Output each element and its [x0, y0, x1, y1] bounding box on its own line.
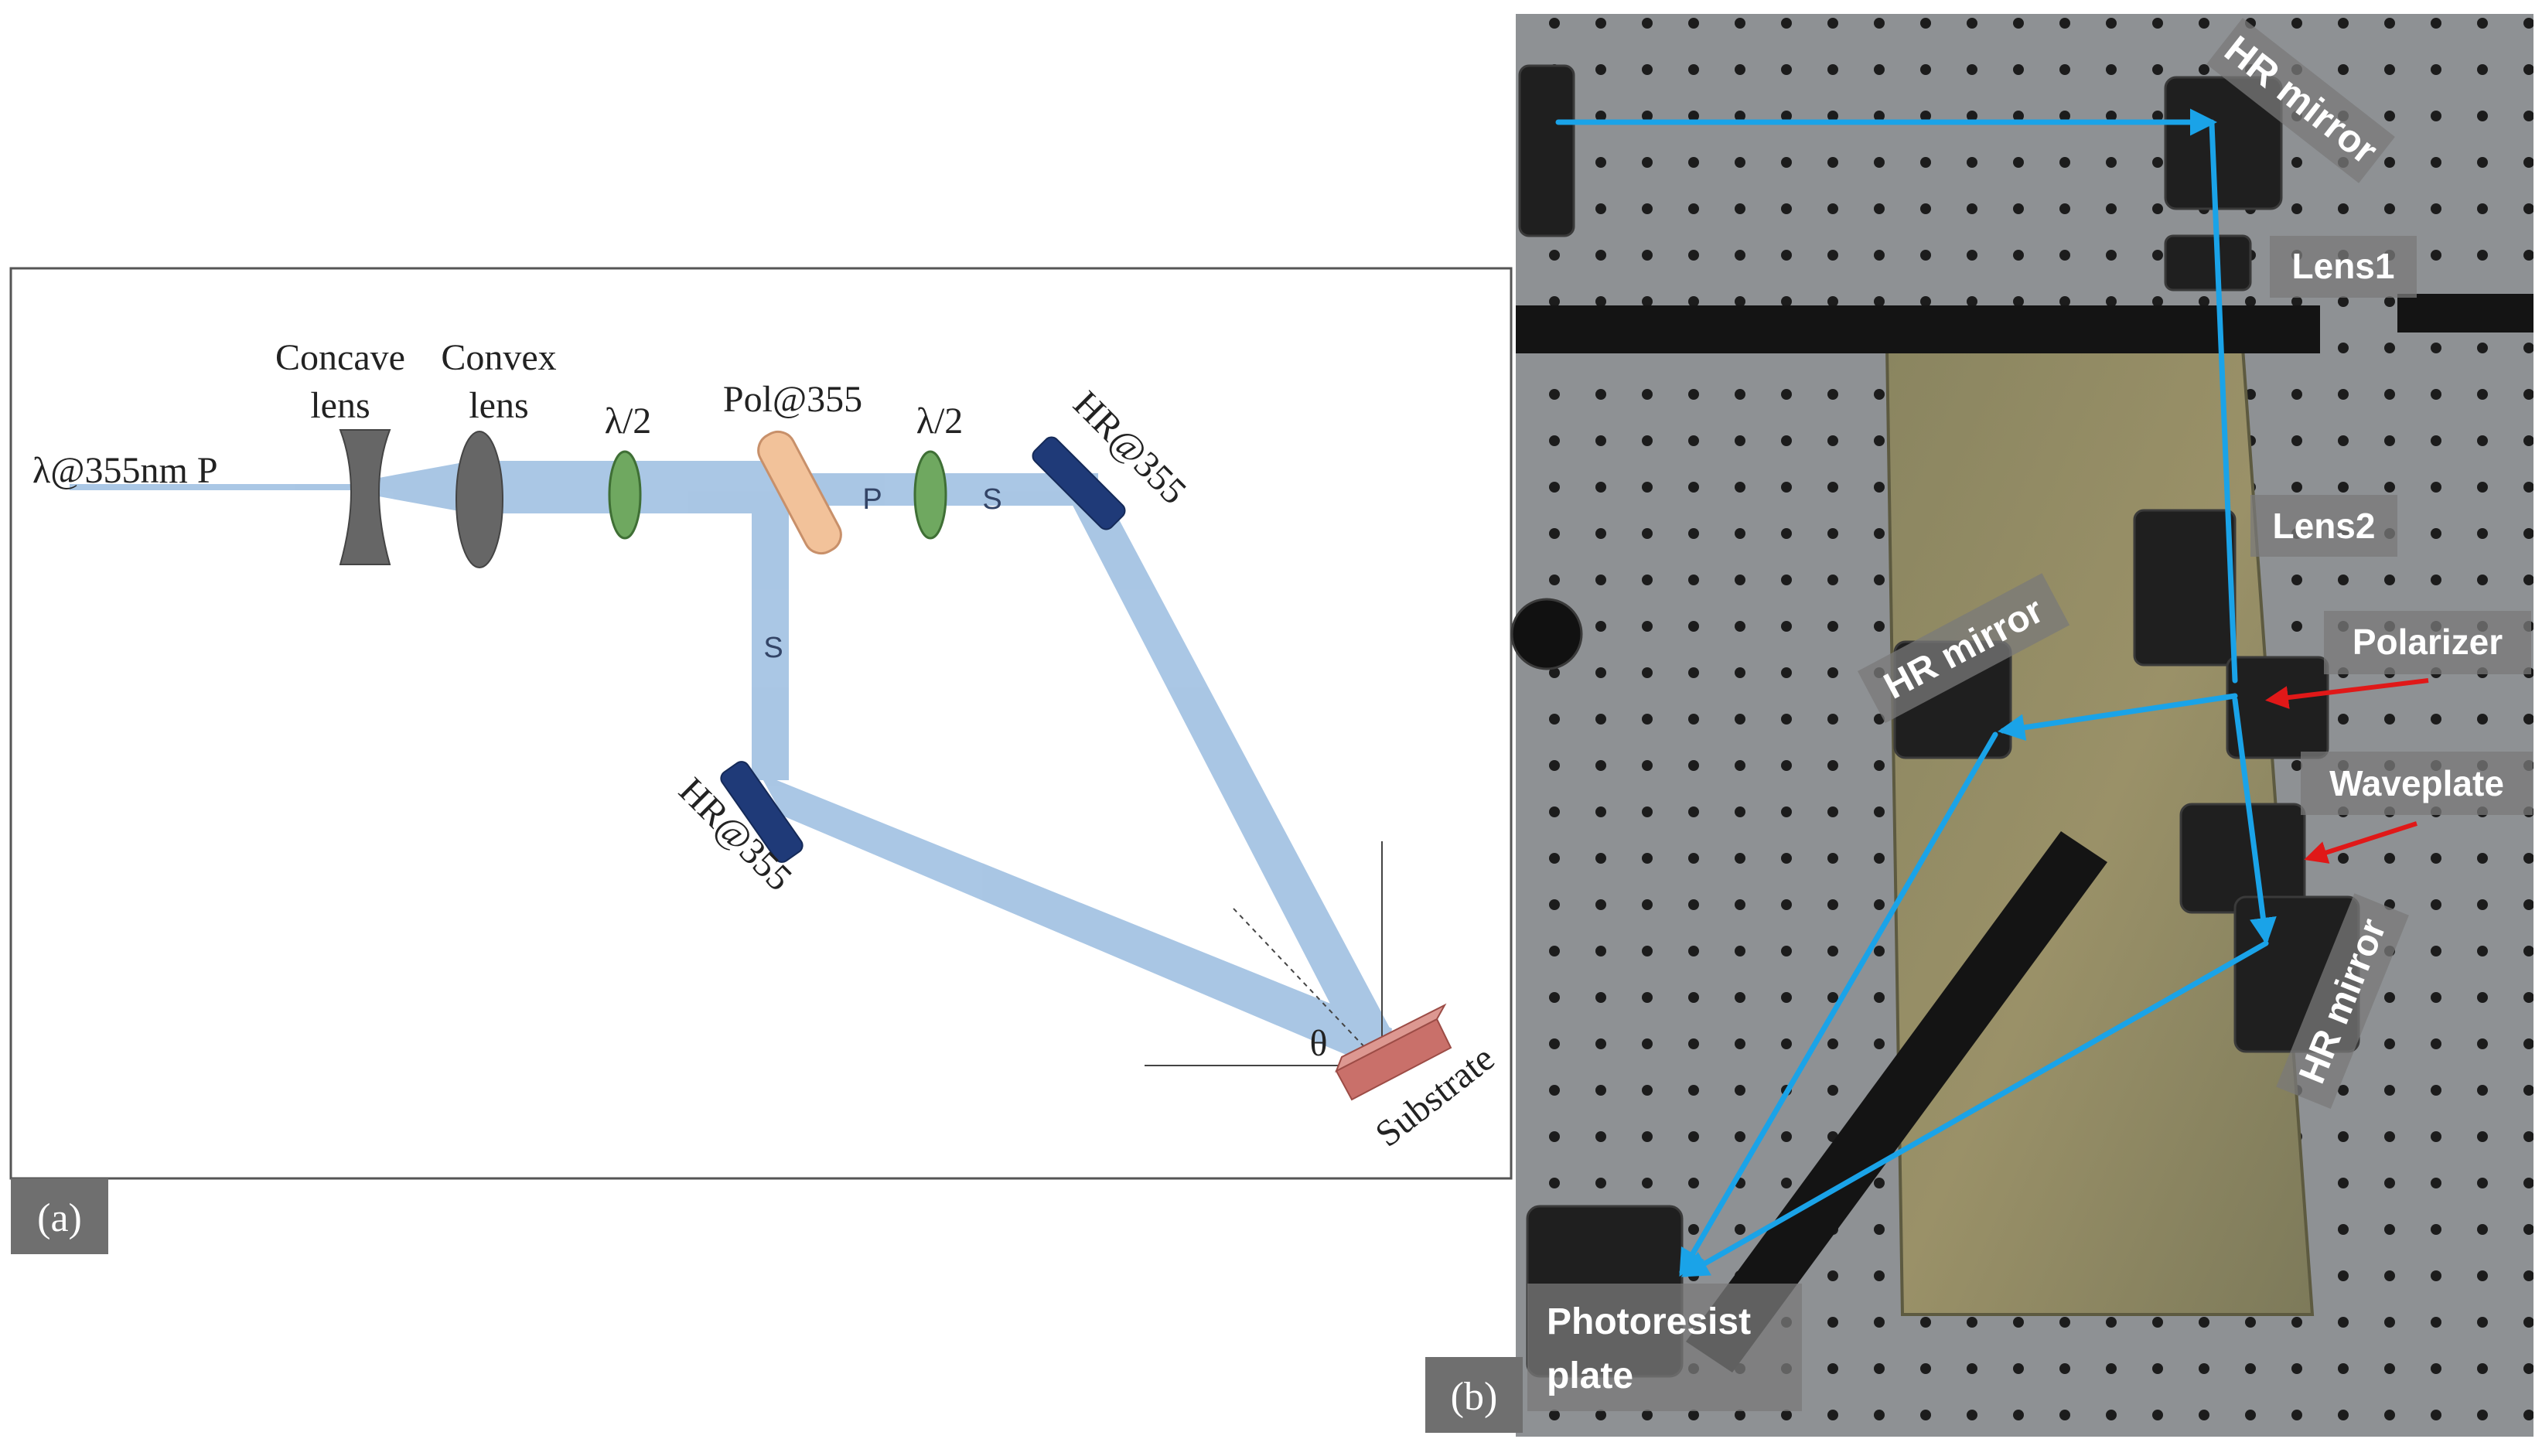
panel-b-photo: HR mirror Lens1 Lens2 Polarizer HR mirro… [1425, 14, 2533, 1437]
panel-b-tag: (b) [1451, 1375, 1498, 1419]
beam-s-right-label: S [982, 483, 1001, 516]
rail-horizontal-right [2397, 294, 2533, 332]
beam-s-down-label: S [763, 632, 783, 664]
beam-right-down [1067, 495, 1392, 1052]
photoresist-label-1: Photoresist [1547, 1301, 1751, 1342]
hr-mirror-top-label-bg [2206, 18, 2395, 183]
beam-left-to-plate [1679, 731, 1998, 1277]
concave-lens-label-1: Concave [275, 337, 405, 378]
beam-right-to-plate [1680, 940, 2269, 1277]
concave-lens [339, 429, 391, 565]
substrate-block [1335, 1003, 1452, 1101]
concave-lens-label-2: lens [310, 385, 370, 426]
mirror-hr-right [1032, 436, 1126, 530]
lens1-label-bg [2270, 236, 2417, 298]
angle-label: θ [1310, 1023, 1328, 1064]
halfwave-1-label: λ/2 [605, 401, 652, 442]
waveplate-label: Waveplate [2329, 763, 2504, 803]
hr-mirror-left-label-bg [1858, 573, 2070, 724]
photo-beam-path [1555, 108, 2277, 1277]
mounting-rails [1516, 294, 2533, 1372]
panel-b-tag-bg [1425, 1357, 1523, 1433]
beam-expanding [362, 461, 472, 513]
halfwave-2-label: λ/2 [916, 401, 964, 442]
beam-left-to-substrate [759, 773, 1392, 1071]
halfwave-plate-2 [913, 450, 947, 540]
convex-lens [456, 431, 503, 568]
hr-mirror-right-label-bg [2276, 893, 2409, 1110]
panel-a-schematic: λ@355nm P Concave lens Convex lens λ/2 P… [9, 267, 1513, 1254]
beam-input [70, 484, 362, 490]
source-mount [1518, 64, 1575, 237]
beam-to-left-mirror [1998, 693, 2238, 742]
bisector-line [1233, 908, 1383, 1066]
beam-p-label: P [862, 483, 882, 516]
polarizer-optic [757, 430, 842, 555]
halfwave-plate-1 [608, 450, 642, 540]
photoresist-label-2: plate [1547, 1355, 1633, 1396]
source-label: λ@355nm P [32, 450, 218, 491]
post-base [1510, 598, 1583, 670]
lens2-label-bg [2250, 495, 2397, 557]
panel-a-tag-bg [11, 1178, 108, 1254]
beam-paths [70, 461, 1392, 1071]
waveplate-label-bg [2301, 752, 2533, 815]
lens1-label: Lens1 [2292, 246, 2395, 286]
waveplate-pointer [2304, 821, 2417, 864]
polarizer-label: Pol@355 [723, 379, 862, 420]
rail-horizontal [1516, 305, 2320, 353]
polarizer-label-bg [2324, 611, 2531, 674]
lens1-mount [2164, 234, 2252, 292]
pointer-arrows [2265, 678, 2429, 864]
polarizer-pointer [2265, 678, 2429, 709]
mirror-hr-left [720, 761, 804, 863]
beam-down-waveplate [2232, 697, 2277, 945]
panel-a-tag: (a) [37, 1196, 82, 1240]
beam-s-down [752, 513, 789, 780]
lens2-mount [2133, 509, 2237, 667]
convex-lens-label-1: Convex [441, 337, 556, 378]
beam-down [2209, 121, 2238, 684]
polarizer-label: Polarizer [2353, 622, 2503, 662]
rail-diagonal [1686, 831, 2107, 1372]
lens2-label: Lens2 [2273, 506, 2376, 546]
convex-lens-label-2: lens [469, 385, 528, 426]
photoresist-label-bg [1527, 1284, 1802, 1411]
